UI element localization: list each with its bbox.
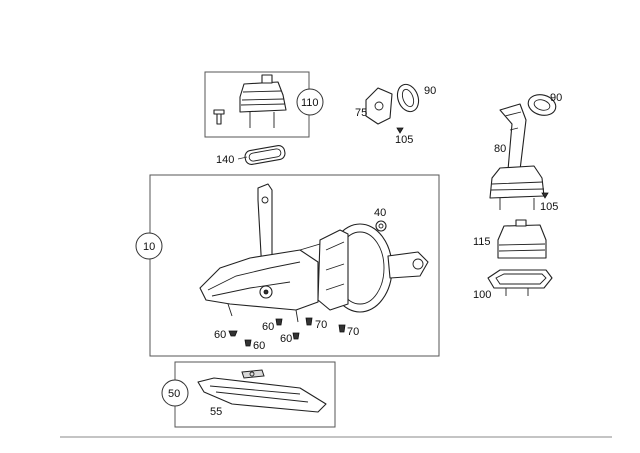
gasket-90-right[interactable] xyxy=(526,92,558,119)
callout-circle-10 xyxy=(135,232,163,260)
label-50: 50 xyxy=(168,388,180,400)
label-100: 100 xyxy=(473,289,491,301)
clip-105-right[interactable] xyxy=(541,192,549,199)
frame-100[interactable] xyxy=(487,269,553,296)
label-40: 40 xyxy=(374,207,386,219)
callout-circle-110 xyxy=(296,88,324,116)
label-115: 115 xyxy=(473,236,491,248)
clip-105-top[interactable] xyxy=(396,127,404,134)
label-140: 140 xyxy=(216,154,234,166)
label-70-a: 70 xyxy=(315,319,327,331)
brake-booster-assembly-10[interactable] xyxy=(199,183,429,323)
label-90-right: 90 xyxy=(550,92,562,104)
label-90-top: 90 xyxy=(424,85,436,97)
label-60-c: 60 xyxy=(262,321,274,333)
bolt-60-a[interactable] xyxy=(228,330,238,337)
seal-ring-140[interactable] xyxy=(244,145,286,166)
shift-lever-80[interactable] xyxy=(489,103,545,210)
group-box-10 xyxy=(149,174,440,357)
label-75: 75 xyxy=(355,107,367,119)
nut-40[interactable] xyxy=(375,220,387,232)
shift-boot-110[interactable] xyxy=(239,74,287,128)
label-60-d: 60 xyxy=(280,333,292,345)
bolt-70-b[interactable] xyxy=(338,324,346,333)
label-110: 110 xyxy=(301,97,319,109)
label-105-top: 105 xyxy=(395,134,413,146)
label-55: 55 xyxy=(210,406,222,418)
bolt-60-d[interactable] xyxy=(292,332,300,340)
label-105-right: 105 xyxy=(540,201,558,213)
pedal-cover-55[interactable] xyxy=(197,369,327,413)
gasket-90-top[interactable] xyxy=(394,81,422,114)
label-80: 80 xyxy=(494,143,506,155)
boot-115[interactable] xyxy=(497,219,547,259)
label-70-b: 70 xyxy=(347,326,359,338)
bracket-75[interactable] xyxy=(365,87,393,125)
screw-icon[interactable] xyxy=(213,109,225,125)
callout-circle-50 xyxy=(161,379,189,407)
label-60-b: 60 xyxy=(253,340,265,352)
label-10: 10 xyxy=(143,241,155,253)
label-60-a: 60 xyxy=(214,329,226,341)
bolt-60-b[interactable] xyxy=(244,339,252,347)
bolt-60-c[interactable] xyxy=(275,318,283,326)
bolt-70-a[interactable] xyxy=(305,317,313,326)
